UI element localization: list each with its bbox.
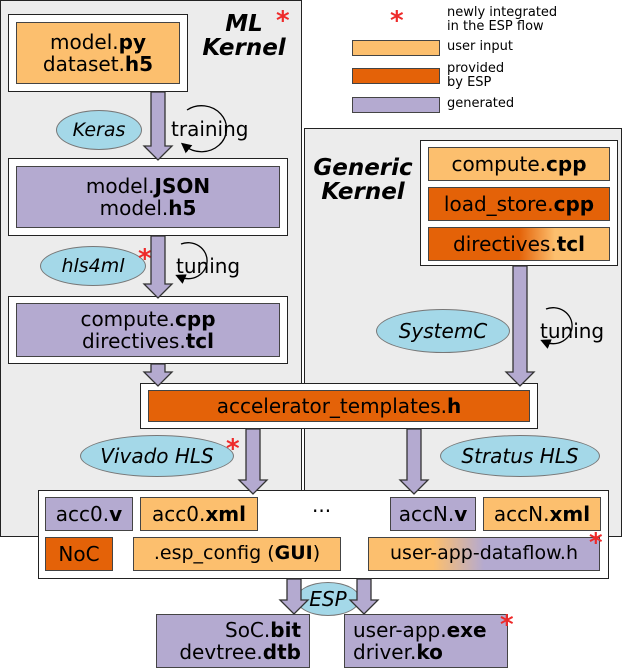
app-output-box: user-app.exe driver.ko	[344, 614, 508, 668]
user-app-exe-star: *	[500, 610, 514, 640]
accn-xml-box: accN.xml	[483, 497, 601, 531]
legend-new-label: newly integrated in the ESP flow	[447, 5, 558, 35]
ml-kernel-star: *	[276, 6, 290, 36]
ml-compute-box: compute.cpp directives.tcl	[16, 303, 280, 357]
hls4ml-ellipse: hls4ml	[40, 246, 146, 286]
training-label: training	[171, 117, 249, 141]
generic-load-store-label: load_store.cpp	[443, 191, 595, 216]
vivado-hls-ellipse: Vivado HLS	[80, 435, 234, 477]
acc0-xml-label: acc0.xml	[152, 501, 246, 526]
stratus-hls-ellipse: Stratus HLS	[440, 435, 600, 477]
generic-directives-box: directives.tcl	[428, 227, 610, 261]
dataset-h5-label: dataset.h5	[42, 52, 154, 76]
ml-kernel-title: ML Kernel	[202, 11, 286, 62]
model-input-box: model.py dataset.h5	[16, 22, 180, 84]
user-app-dataflow-box: user-app-dataflow.h	[368, 537, 600, 571]
user-app-dataflow-label: user-app-dataflow.h	[390, 542, 578, 565]
model-py-label: model.py	[50, 29, 146, 54]
esp-ellipse: ESP	[296, 582, 360, 616]
legend-esp-label: provided by ESP	[447, 61, 505, 91]
keras-ellipse: Keras	[56, 110, 142, 150]
systemc-ellipse: SystemC	[376, 309, 510, 353]
acc0-xml-box: acc0.xml	[140, 497, 258, 531]
legend-input-label: user input	[447, 39, 513, 54]
generic-kernel-title: Generic Kernel	[313, 155, 413, 206]
model-h5-label: model.h5	[99, 196, 197, 220]
soc-bit-label: SoC.bit	[225, 617, 301, 642]
legend-gen-swatch	[352, 97, 440, 113]
generic-compute-box: compute.cpp	[428, 147, 610, 181]
legend-star: *	[390, 6, 404, 36]
soc-output-box: SoC.bit devtree.dtb	[156, 614, 310, 668]
generic-compute-cpp-label: compute.cpp	[451, 151, 587, 176]
accn-v-box: accN.v	[390, 497, 476, 531]
ml-tuning-label: tuning	[176, 254, 241, 278]
ml-directives-tcl-label: directives.tcl	[82, 329, 214, 353]
hls4ml-star: *	[138, 244, 152, 274]
legend-esp-swatch	[352, 68, 440, 84]
noc-box: NoC	[45, 537, 113, 571]
ellipsis-label: ···	[312, 499, 332, 523]
esp-config-label: .esp_config (GUI)	[153, 542, 321, 565]
user-app-dataflow-star: *	[589, 528, 603, 558]
generic-directives-tcl-label: directives.tcl	[453, 231, 585, 256]
esp-config-box: .esp_config (GUI)	[133, 537, 341, 571]
model-json-box: model.JSON model.h5	[16, 166, 280, 228]
accn-v-label: accN.v	[398, 501, 468, 526]
accn-xml-label: accN.xml	[493, 501, 591, 526]
noc-label: NoC	[58, 541, 100, 566]
vivado-hls-star: *	[226, 434, 240, 464]
acc0-v-label: acc0.v	[55, 501, 123, 526]
devtree-dtb-label: devtree.dtb	[179, 640, 301, 664]
generic-load-store-box: load_store.cpp	[428, 187, 610, 221]
acc0-v-box: acc0.v	[45, 497, 133, 531]
ml-compute-cpp-label: compute.cpp	[80, 306, 216, 331]
model-json-label: model.JSON	[85, 173, 211, 198]
acc-templates-label: accelerator_templates.h	[216, 393, 462, 418]
legend-input-swatch	[352, 40, 440, 56]
generic-tuning-label: tuning	[540, 319, 605, 343]
user-app-exe-label: user-app.exe	[353, 617, 487, 642]
driver-ko-label: driver.ko	[353, 640, 443, 664]
acc-templates-box: accelerator_templates.h	[148, 390, 530, 422]
legend-gen-label: generated	[447, 96, 515, 111]
